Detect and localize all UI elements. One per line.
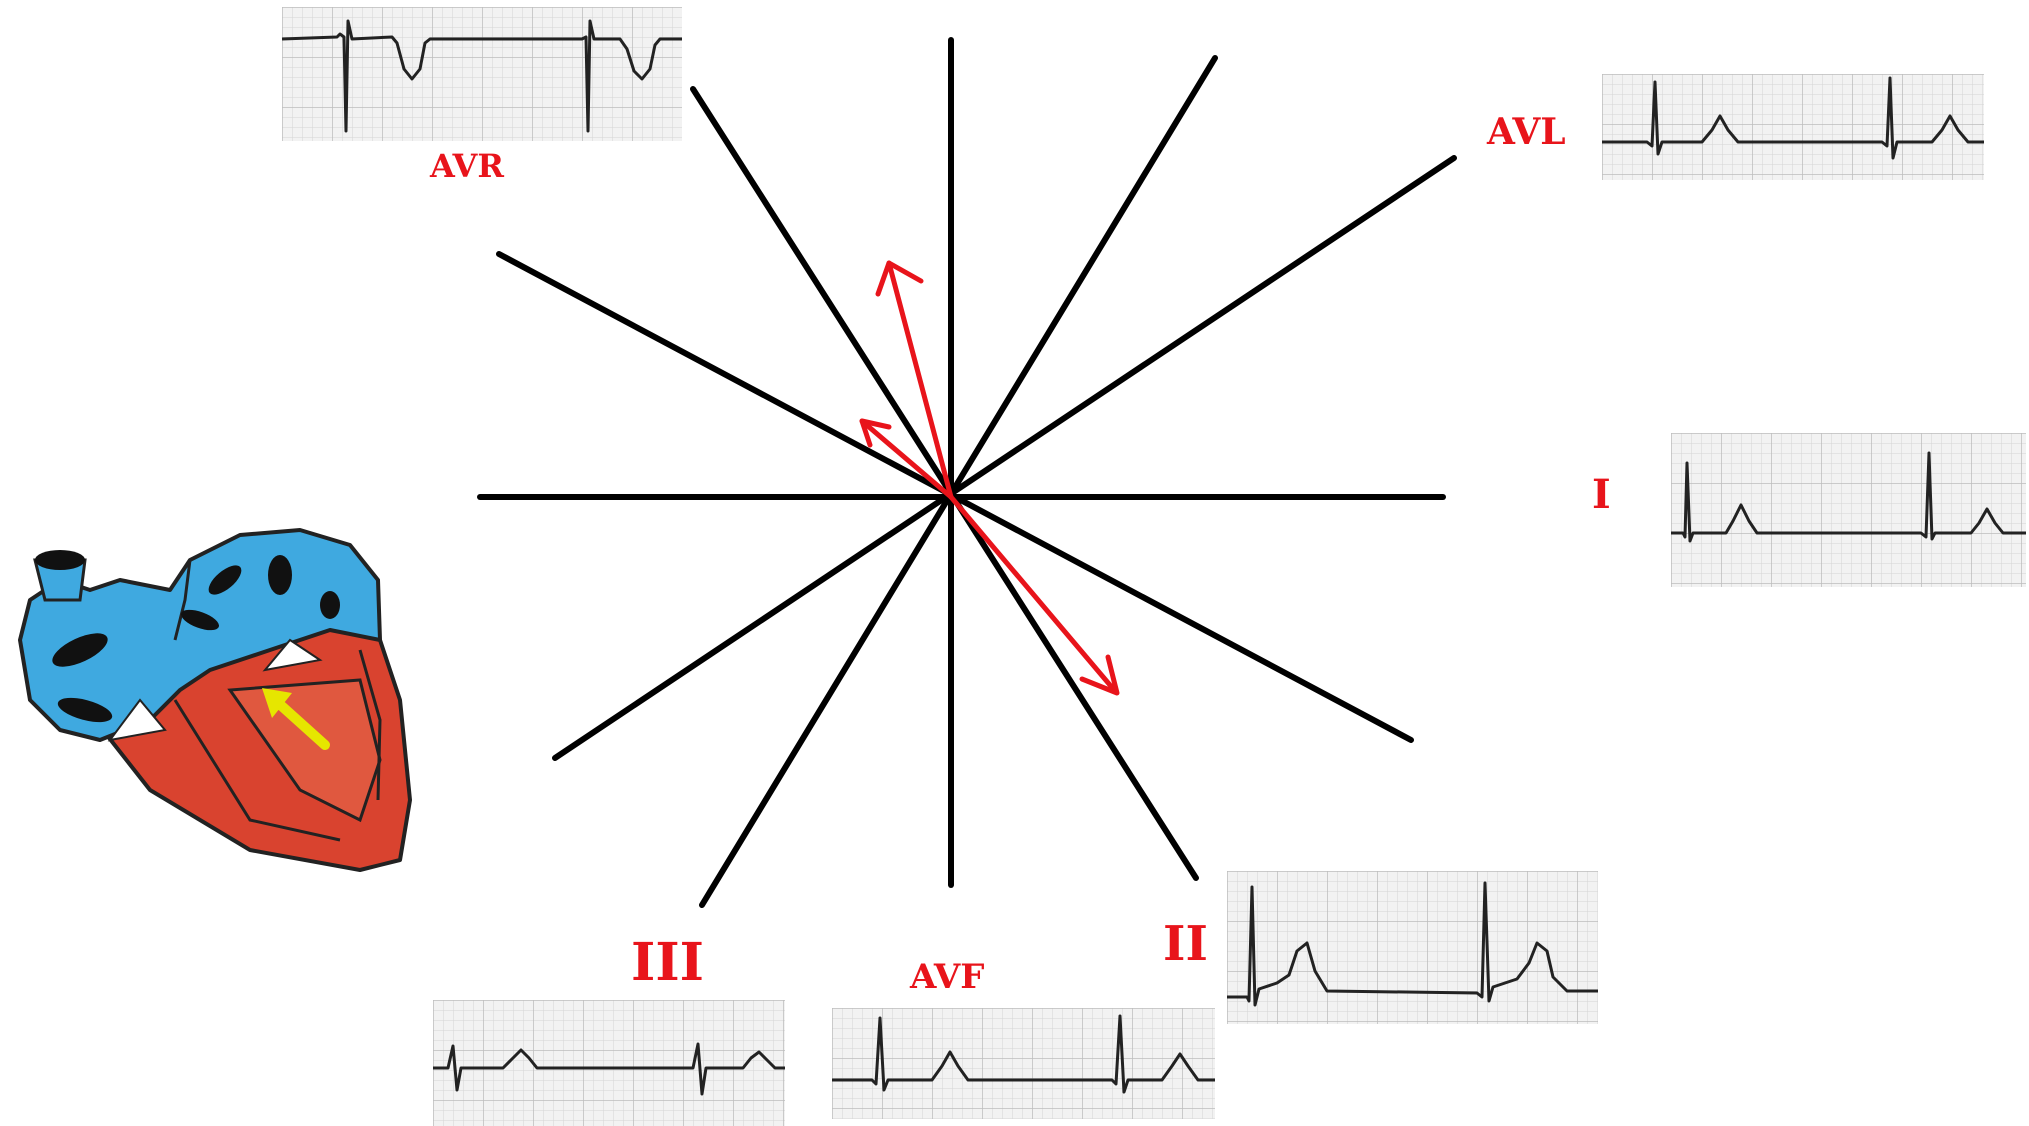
electrical-vectors xyxy=(859,260,1120,696)
axis-lead-avl xyxy=(552,155,1457,761)
vector-up-left xyxy=(886,260,954,500)
vector-long-down-right xyxy=(948,494,1118,694)
axis-lines xyxy=(477,37,1457,908)
vector-short-arrowhead xyxy=(859,418,892,448)
label-avf: AVF xyxy=(909,957,984,997)
label-i: I xyxy=(1592,471,1611,518)
vector-long-arrowhead xyxy=(1079,654,1120,696)
vector-short-left xyxy=(859,418,954,500)
label-iii: III xyxy=(631,932,704,993)
axis-lead-ii xyxy=(690,86,1199,881)
ecg-strip-iii xyxy=(433,1000,785,1126)
vector-up-arrowhead xyxy=(875,260,924,297)
label-ii: II xyxy=(1163,916,1208,972)
heart-cross-section-icon xyxy=(18,528,412,872)
ecg-strip-ii xyxy=(1227,871,1598,1024)
ecg-strip-avf xyxy=(832,1008,1215,1119)
label-avl: AVL xyxy=(1486,111,1566,153)
ecg-strip-avr xyxy=(281,7,682,141)
ecg-strip-avl xyxy=(1602,74,1984,180)
label-avr: AVR xyxy=(429,147,504,185)
axis-lead-iii xyxy=(699,55,1218,908)
ecg-strip-i xyxy=(1671,433,2026,587)
